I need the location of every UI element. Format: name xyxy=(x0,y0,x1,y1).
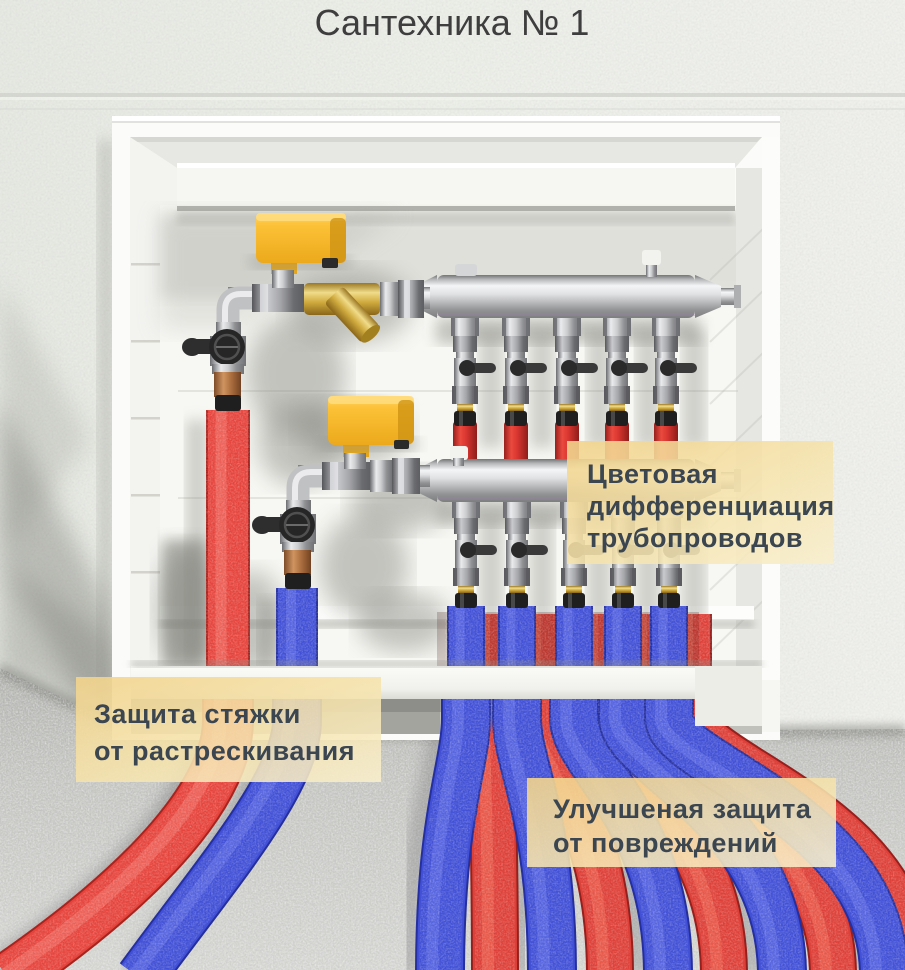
svg-text:трубопроводов: трубопроводов xyxy=(587,523,803,553)
svg-text:дифференциация: дифференциация xyxy=(587,491,835,521)
svg-text:от повреждений: от повреждений xyxy=(553,828,778,858)
svg-text:Защита стяжки: Защита стяжки xyxy=(94,699,301,729)
svg-text:от растрескивания: от растрескивания xyxy=(94,736,355,766)
svg-text:Сантехника № 1: Сантехника № 1 xyxy=(315,2,590,43)
svg-text:Цветовая: Цветовая xyxy=(587,459,718,489)
svg-text:Улучшеная защита: Улучшеная защита xyxy=(553,794,812,824)
